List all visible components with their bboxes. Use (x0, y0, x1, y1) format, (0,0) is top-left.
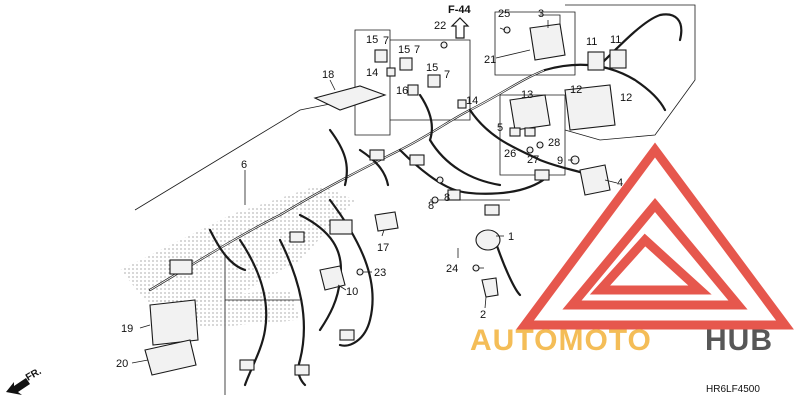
part-14-clip-a (386, 67, 396, 77)
callout-13: 13 (521, 89, 533, 101)
part-19-ecu (149, 299, 199, 346)
watermark-logo-icon (516, 142, 794, 330)
part-10-bracket (319, 265, 346, 291)
part-17-connector (374, 211, 399, 232)
component-parts (144, 17, 627, 376)
callout-24: 24 (446, 263, 458, 275)
automotohub-watermark: AUTOMOTO HUB (470, 142, 794, 357)
callout-25: 25 (498, 8, 510, 20)
callout-14b: 14 (466, 95, 478, 107)
reference-label: F-44 (448, 4, 472, 16)
callout-26: 26 (504, 148, 516, 160)
callout-12b: 12 (620, 92, 632, 104)
part-8-clip-b (431, 196, 439, 204)
watermark-brand-part2: HUB (705, 324, 773, 357)
part-4-sensor (579, 164, 611, 196)
callout-6: 6 (241, 159, 247, 171)
callout-10: 10 (346, 286, 358, 298)
part-23-bolt (356, 268, 364, 276)
part-27-clip (526, 146, 534, 154)
part-8-clip-a (436, 176, 444, 184)
callout-15b: 15 (398, 44, 410, 56)
part-28-clip (536, 141, 544, 149)
callout-9: 9 (557, 155, 563, 167)
callout-7a: 7 (383, 35, 389, 47)
front-direction-arrow: FR. (6, 366, 44, 395)
callout-15c: 15 (426, 62, 438, 74)
part-22-bolt (440, 41, 448, 49)
callout-12a: 12 (570, 84, 582, 96)
callout-17: 17 (377, 242, 389, 254)
part-16-relay (407, 84, 419, 96)
callout-28: 28 (548, 137, 560, 149)
callout-7b: 7 (414, 44, 420, 56)
callout-8a: 8 (428, 200, 434, 212)
callout-2: 2 (480, 309, 486, 321)
callout-16: 16 (396, 85, 408, 97)
part-12-relay-block (564, 84, 616, 131)
watermark-brand-part1: AUTOMOTO (470, 324, 652, 357)
callout-8b: 8 (444, 192, 450, 204)
callout-1: 1 (508, 231, 514, 243)
callout-27: 27 (527, 154, 539, 166)
callout-19: 19 (121, 323, 133, 335)
callout-15a: 15 (366, 34, 378, 46)
part-11-relay-a (587, 51, 605, 71)
callout-11b: 11 (610, 34, 621, 46)
callout-21: 21 (484, 54, 496, 66)
callout-20: 20 (116, 358, 128, 370)
callout-3: 3 (538, 8, 544, 20)
main-wire-harness (148, 13, 683, 387)
callout-14a: 14 (366, 67, 378, 79)
callout-18: 18 (322, 69, 334, 81)
callout-11a: 11 (586, 36, 597, 48)
part-24-bolt (472, 264, 480, 272)
callout-22: 22 (434, 20, 446, 32)
callout-5: 5 (497, 122, 503, 134)
drawing-code: HR6LF4500 (706, 384, 760, 395)
part-15-relay-b (399, 57, 413, 71)
part-2-socket (481, 277, 499, 298)
part-20-cover (144, 339, 197, 376)
part-3-control-unit (529, 23, 566, 61)
leader-lines (131, 14, 618, 364)
callout-numbers: 1 2 3 4 5 6 7 7 7 8 8 9 10 11 11 12 12 1… (116, 8, 632, 370)
part-13-fuse-box (509, 94, 551, 131)
part-15-relay-c (427, 74, 441, 88)
part-11-relay-b (609, 49, 627, 69)
direction-label: FR. (24, 366, 44, 384)
callout-23: 23 (374, 267, 386, 279)
callout-7c: 7 (444, 69, 450, 81)
part-14-clip-b (457, 99, 467, 109)
part-15-relay-a (374, 49, 388, 63)
part-1-connector (475, 229, 501, 251)
callout-4: 4 (617, 177, 623, 189)
f44-reference-arrow (450, 17, 470, 39)
part-18-cover (313, 85, 387, 111)
